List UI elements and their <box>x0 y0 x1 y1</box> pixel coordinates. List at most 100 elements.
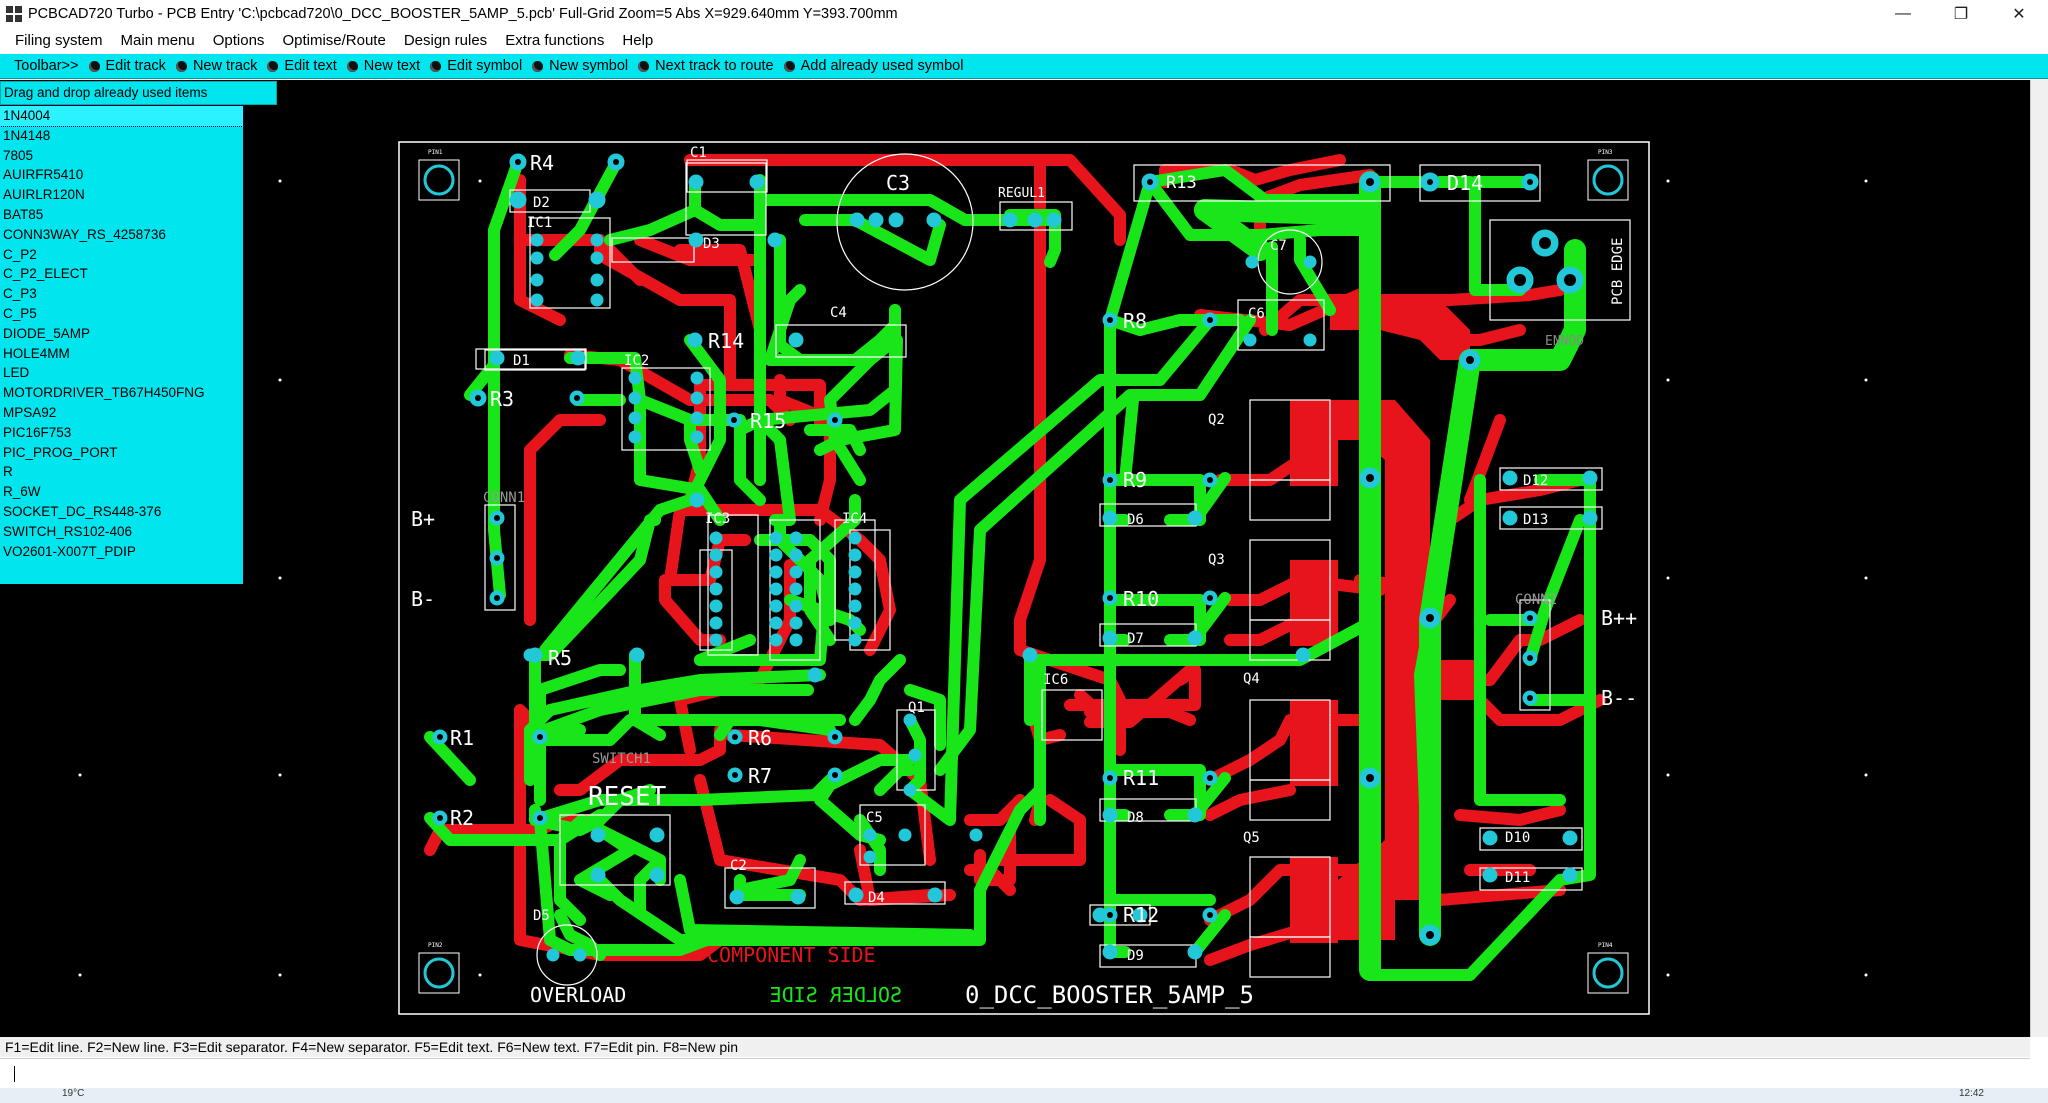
toolbar-next-track-to-route[interactable]: Next track to route <box>636 58 781 74</box>
list-item[interactable]: MPSA92 <box>3 404 57 420</box>
mounting-holes <box>418 159 1629 994</box>
menu-bar: Filing system Main menu Options Optimise… <box>0 27 2048 54</box>
menu-extra-functions[interactable]: Extra functions <box>505 32 605 49</box>
label-ic6: IC6 <box>1043 672 1068 688</box>
label-r15: R15 <box>750 409 786 433</box>
label-pcb-edge: PCB EDGE <box>1610 238 1626 305</box>
close-button[interactable]: ✕ <box>2012 5 2026 23</box>
minimize-button[interactable]: — <box>1895 4 1911 22</box>
label-d8: D8 <box>1127 810 1144 826</box>
label-d11: D11 <box>1505 870 1530 886</box>
label-d7: D7 <box>1127 631 1144 647</box>
list-item[interactable]: LED <box>3 365 30 381</box>
vertical-scrollbar[interactable] <box>2030 80 2048 1037</box>
label-b-plus: B+ <box>411 507 435 531</box>
label-c6: C6 <box>1248 306 1265 322</box>
menu-design-rules[interactable]: Design rules <box>403 32 488 49</box>
radio-icon <box>346 60 358 72</box>
label-d12: D12 <box>1523 473 1548 489</box>
label-c5: C5 <box>866 810 883 826</box>
label-switch1: SWITCH1 <box>592 751 651 767</box>
list-item[interactable]: HOLE4MM <box>3 345 70 361</box>
label-r10: R10 <box>1123 587 1159 611</box>
label-solder-side: SOLDER SIDE <box>770 983 902 1007</box>
list-item[interactable]: SWITCH_RS102-406 <box>3 523 133 539</box>
list-item[interactable]: SOCKET_DC_RS448-376 <box>3 503 162 519</box>
label-pin3: PIN3 <box>1598 149 1613 156</box>
pcb-layout[interactable]: PIN1 PIN3 PIN2 PIN4 R4 D2 C1 C3 REGUL1 R… <box>0 80 2030 1037</box>
command-line-input[interactable] <box>0 1058 2030 1088</box>
label-overload: OVERLOAD <box>530 983 626 1007</box>
toolbar-add-already-used-symbol[interactable]: Add already used symbol <box>782 58 972 74</box>
symbol-list[interactable]: 1N4004 1N4148 7805 AUIRFR5410 AUIRLR120N… <box>0 105 244 584</box>
list-item[interactable]: 1N4004 <box>0 105 244 127</box>
label-ic1: IC1 <box>527 215 552 231</box>
list-item[interactable]: AUIRLR120N <box>3 187 85 203</box>
list-item[interactable]: 1N4148 <box>3 127 51 143</box>
list-item[interactable]: C_P3 <box>3 286 37 302</box>
list-item[interactable]: BAT85 <box>3 206 44 222</box>
grid-dots <box>78 179 1868 977</box>
list-item[interactable]: C_P5 <box>3 305 37 321</box>
label-q4: Q4 <box>1243 671 1260 687</box>
toolbar-edit-track[interactable]: Edit track <box>87 58 174 74</box>
title-bar: PCBCAD720 Turbo - PCB Entry 'C:\pcbcad72… <box>0 0 2048 27</box>
list-item[interactable]: CONN3WAY_RS_4258736 <box>3 226 166 242</box>
toolbar-new-track[interactable]: New track <box>174 58 265 74</box>
board-outline <box>398 141 1650 1015</box>
label-r8: R8 <box>1123 309 1147 333</box>
weather-temp: 19°C <box>62 1088 85 1099</box>
menu-help[interactable]: Help <box>622 32 654 49</box>
label-d14: D14 <box>1447 171 1483 195</box>
label-r7: R7 <box>748 764 772 788</box>
list-item[interactable]: PIC16F753 <box>3 424 72 440</box>
label-pin2: PIN2 <box>428 942 443 949</box>
toolbar-edit-symbol[interactable]: Edit symbol <box>428 58 530 74</box>
list-item[interactable]: R <box>3 464 13 480</box>
label-q2: Q2 <box>1208 412 1225 428</box>
drag-drop-header: Drag and drop already used items <box>0 81 277 105</box>
menu-filing-system[interactable]: Filing system <box>15 32 103 49</box>
label-q5: Q5 <box>1243 830 1260 846</box>
list-item[interactable]: MOTORDRIVER_TB67H450FNG <box>3 385 205 401</box>
list-item[interactable]: PIC_PROG_PORT <box>3 444 118 460</box>
label-pin1: PIN1 <box>428 149 443 156</box>
label-c4: C4 <box>830 305 847 321</box>
maximize-button[interactable]: ❐ <box>1953 5 1969 23</box>
list-item[interactable]: 7805 <box>3 147 34 163</box>
label-d5: D5 <box>533 908 550 924</box>
label-ic2: IC2 <box>624 353 649 369</box>
label-c2: C2 <box>730 858 747 874</box>
label-r2: R2 <box>450 806 474 830</box>
menu-options[interactable]: Options <box>212 32 265 49</box>
list-item[interactable]: R_6W <box>3 484 41 500</box>
toolbar-edit-text[interactable]: Edit text <box>265 58 344 74</box>
top-copper-pours <box>1290 300 1480 943</box>
label-c1: C1 <box>690 145 707 161</box>
list-item[interactable]: DIODE_5AMP <box>3 325 91 341</box>
list-item[interactable]: AUIRFR5410 <box>3 167 84 183</box>
list-item[interactable]: C_P2_ELECT <box>3 266 88 282</box>
label-r12: R12 <box>1123 903 1159 927</box>
menu-main-menu[interactable]: Main menu <box>120 32 195 49</box>
toolbar-new-symbol[interactable]: New symbol <box>530 58 636 74</box>
taskbar: 19°C 12:42 <box>0 1088 2048 1103</box>
list-item[interactable]: C_P2 <box>3 246 37 262</box>
toolbar-new-text[interactable]: New text <box>345 58 428 74</box>
status-hint: F1=Edit line. F2=New line. F3=Edit separ… <box>5 1039 739 1055</box>
radio-icon <box>267 60 279 72</box>
radio-icon <box>532 60 544 72</box>
label-r5: R5 <box>548 646 572 670</box>
label-b-plusplus: B++ <box>1601 606 1637 630</box>
label-r11: R11 <box>1123 766 1159 790</box>
label-r14: R14 <box>708 329 744 353</box>
list-item[interactable]: VO2601-X007T_PDIP <box>3 543 136 559</box>
label-component-side: COMPONENT SIDE <box>707 943 876 967</box>
label-d6: D6 <box>1127 512 1144 528</box>
label-d1: D1 <box>513 353 530 369</box>
radio-icon <box>783 60 795 72</box>
menu-optimise-route[interactable]: Optimise/Route <box>282 32 386 49</box>
clock: 12:42 <box>1958 1088 1984 1099</box>
label-board-name: 0_DCC_BOOSTER_5AMP_5 <box>965 981 1254 1009</box>
label-q1: Q1 <box>908 700 925 716</box>
